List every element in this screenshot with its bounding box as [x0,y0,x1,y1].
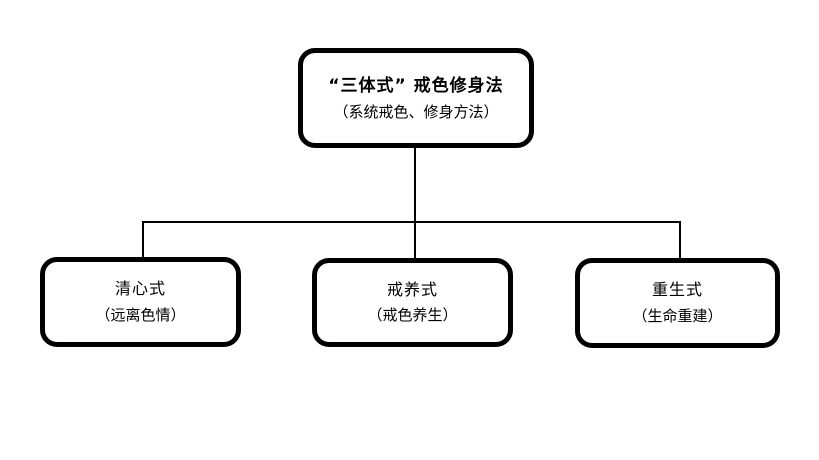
child-node-subtitle: （远离色情） [95,305,186,324]
child-node-title: 重生式 [651,280,703,300]
connector-drop-right [679,221,681,260]
child-node-chongsheng: 重生式 （生命重建） [575,258,780,348]
child-node-subtitle: （生命重建） [632,306,723,325]
root-node: “三体式” 戒色修身法 （系统戒色、修身方法） [298,48,534,148]
child-node-title: 清心式 [114,279,166,299]
connector-root-drop [414,147,416,223]
root-node-subtitle: （系统戒色、修身方法） [333,102,499,121]
connector-drop-left [142,221,144,259]
child-node-jieyang: 戒养式 （戒色养生） [312,258,513,347]
child-node-qingxin: 清心式 （远离色情） [40,257,241,347]
root-node-title: “三体式” 戒色修身法 [328,75,504,96]
child-node-title: 戒养式 [386,279,438,299]
child-node-subtitle: （戒色养生） [367,306,458,325]
connector-drop-middle [414,221,416,260]
connector-horizontal-rail [142,221,681,223]
